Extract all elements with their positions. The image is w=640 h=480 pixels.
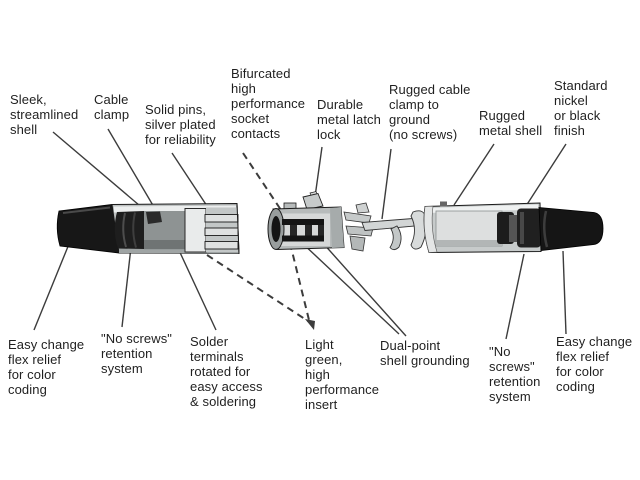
label-cable-clamp: Cable clamp [94,92,130,122]
label-flex-relief-right: Easy change flex relief for color coding [556,334,633,394]
female-connector-drawing [423,201,604,254]
male-connector-drawing [56,202,240,255]
male-boot [56,204,120,254]
male-cable-clamp [114,211,144,249]
female-boot [538,207,604,251]
label-solid-pins: Solid pins, silver plated for reliabilit… [145,102,216,147]
label-retention-right: "No screws" retention system [489,344,541,404]
label-metal-latch-lock: Durable metal latch lock [317,97,381,142]
label-standard-finish: Standard nickel or black finish [554,78,608,138]
label-solder-terminals: Solder terminals rotated for easy access… [190,334,263,409]
dashed-leader-lines [206,152,312,324]
female-insert-rings [497,208,541,248]
latch-lock [302,192,324,211]
label-rugged-metal-shell: Rugged metal shell [479,108,543,138]
label-shell-grounding: Dual-point shell grounding [380,338,470,368]
arrowhead [305,319,315,330]
contact-insert-drawing [267,191,427,252]
leader-lines [33,128,567,340]
label-performance-insert: Light green, high performance insert [305,337,380,412]
label-cable-clamp-ground: Rugged cable clamp to ground (no screws) [389,82,471,142]
label-retention-left: "No screws" retention system [101,331,173,376]
male-retention-collar [184,208,207,253]
label-sleek-shell: Sleek, streamlined shell [10,92,79,137]
label-bifurcated-contacts: Bifurcated high performance socket conta… [231,66,306,141]
socket-contacts [282,219,324,242]
ground-clamp [361,210,427,251]
label-flex-relief-left: Easy change flex relief for color coding [8,337,85,397]
